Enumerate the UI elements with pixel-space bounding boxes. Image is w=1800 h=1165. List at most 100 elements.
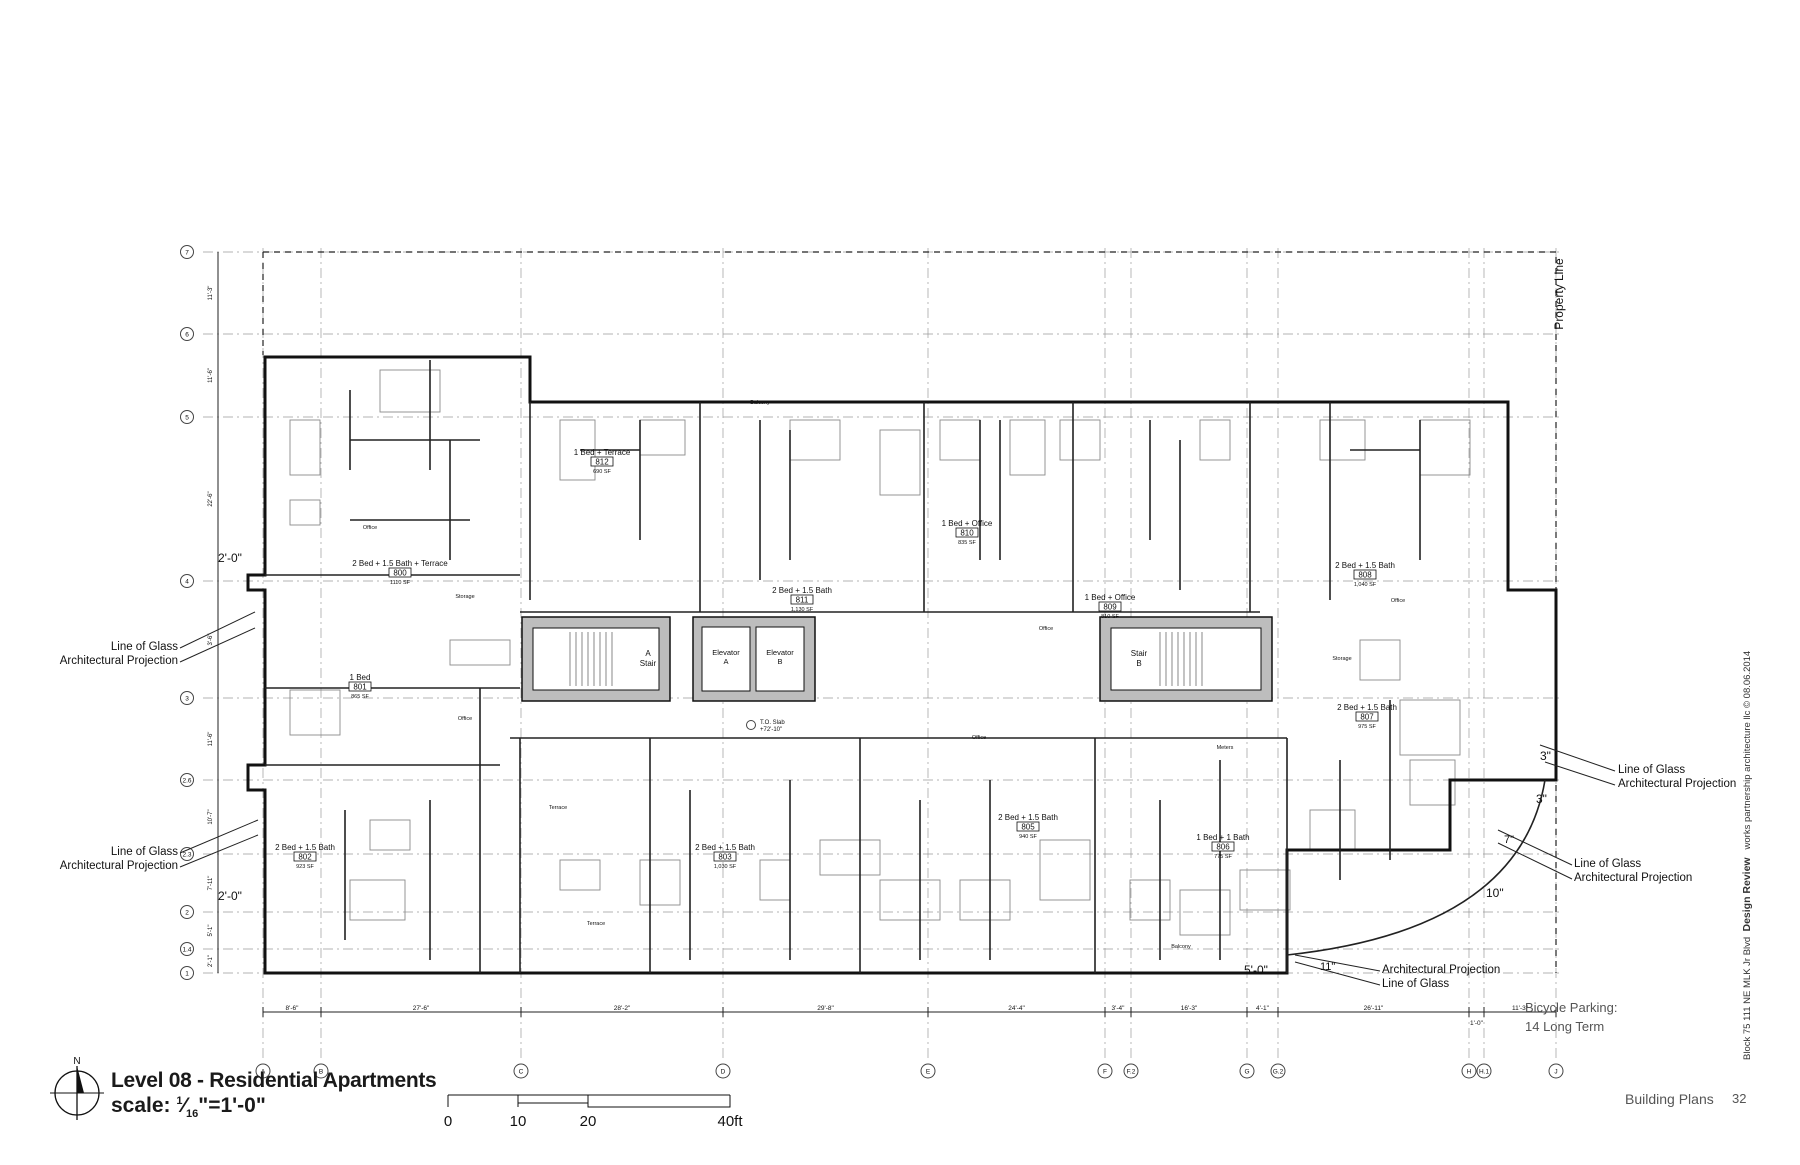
- room-office: Office: [972, 735, 986, 741]
- scale-bar-tick: 0: [444, 1113, 452, 1130]
- furniture-item: [289, 499, 321, 526]
- grid-bubble-row-label: 2.3: [182, 852, 191, 859]
- scale-numerator: 1: [176, 1095, 183, 1107]
- unit-number: 809: [1103, 603, 1117, 612]
- room-meters: Meters: [1217, 745, 1234, 751]
- grid-bubble-col-label: B: [319, 1069, 323, 1076]
- furniture-item: [1129, 879, 1171, 921]
- callout-left-upper-glass: Line of Glass: [111, 641, 178, 653]
- stair-b-interior: [1110, 627, 1262, 691]
- grid-bubble-col: [1548, 1063, 1564, 1079]
- grid-bubble-row-label: 3: [185, 696, 189, 703]
- leader-line: [1497, 842, 1573, 880]
- furniture-item: [379, 369, 441, 413]
- col-dimension: 3'-4": [1112, 1005, 1126, 1012]
- furniture-layer: [289, 369, 1471, 936]
- unit-name: 2 Bed + 1.5 Bath: [1335, 561, 1395, 570]
- furniture-item: [1239, 869, 1291, 911]
- unit-name: 2 Bed + 1.5 Bath: [1337, 703, 1397, 712]
- unit-number: 807: [1360, 713, 1374, 722]
- furniture-item: [879, 879, 941, 921]
- leader-line: [179, 627, 256, 663]
- row-dimension: 3'-6": [208, 634, 214, 646]
- furniture-item: [1059, 419, 1101, 461]
- furniture-item: [1009, 419, 1046, 476]
- unit-area: 835 SF: [958, 540, 976, 546]
- unit-number-box: [1355, 711, 1379, 722]
- grid-bubble-row: [180, 245, 194, 259]
- callout-right-mid-glass: Line of Glass: [1574, 858, 1641, 870]
- room-balcony: Balcony: [1171, 944, 1191, 950]
- drawing-scale: scale: 1⁄16"=1'-0": [111, 1094, 266, 1121]
- bicycle-parking-note: Bicycle Parking: 14 Long Term: [1525, 998, 1617, 1036]
- grid-bubble-row: [180, 847, 194, 861]
- leader-line: [179, 834, 259, 868]
- unit-number: 806: [1216, 843, 1230, 852]
- unit-area: 1,040 SF: [1354, 582, 1377, 588]
- unit-number-box: [348, 681, 372, 692]
- furniture-item: [1039, 839, 1091, 901]
- credit-firm: works partnership architecture llc © 08.…: [1742, 650, 1753, 850]
- stair-b-id: B: [1136, 659, 1141, 668]
- walls-layer: [246, 251, 1558, 975]
- unit-area: 810 SF: [1101, 614, 1119, 620]
- furniture-item: [879, 429, 921, 496]
- grid-bubble-col: [313, 1063, 329, 1079]
- unit-number-box: [1016, 821, 1040, 832]
- scale-bar: 0 10 20 40ft: [444, 1094, 743, 1130]
- grid-bubble-row-label: 5: [185, 415, 189, 422]
- callout-left-lower-glass: Line of Glass: [111, 846, 178, 858]
- col-dimension: 24'-4": [1008, 1005, 1025, 1012]
- furniture-item: [1319, 419, 1366, 461]
- row-dimension: 10'-7": [208, 809, 214, 824]
- unit-name: 2 Bed + 1.5 Bath + Terrace: [352, 559, 448, 568]
- leader-line: [179, 611, 256, 649]
- unit-number-box: [955, 527, 979, 538]
- furniture-item: [1199, 419, 1231, 461]
- row-dimension: 11'-6": [208, 368, 214, 383]
- slab-label: T.O. Slab: [760, 720, 785, 726]
- furniture-item: [1359, 639, 1401, 681]
- grid-bubble-row: [180, 410, 194, 424]
- unit-number-box: [790, 594, 814, 605]
- leader-line: [1294, 954, 1381, 972]
- callout-left-upper-projection: Architectural Projection: [60, 655, 178, 667]
- room-office: Office: [1391, 598, 1405, 604]
- row-dimension: 5'-1": [208, 925, 214, 937]
- room-storage: Storage: [1332, 656, 1351, 662]
- grid-bubble-col-label: G: [1244, 1069, 1249, 1076]
- stair-b-label: Stair: [1131, 649, 1148, 658]
- furniture-item: [789, 419, 841, 461]
- leader-line: [179, 819, 259, 854]
- grid-bubble-col: [1123, 1063, 1139, 1079]
- circulation-cores: [521, 616, 1273, 702]
- unit-number: 812: [595, 458, 609, 467]
- furniture-item: [289, 419, 321, 476]
- unit-name: 1 Bed + Terrace: [574, 448, 631, 457]
- dim-3in-a: 3": [1540, 749, 1551, 763]
- furniture-item: [639, 859, 681, 906]
- credit-review: Design Review: [1741, 857, 1753, 932]
- unit-name: 1 Bed + 1 Bath: [1196, 833, 1249, 842]
- furniture-item: [349, 879, 406, 921]
- grid-bubble-col: [513, 1063, 529, 1079]
- unit-area: 775 SF: [1214, 854, 1232, 860]
- credit-block: Block 75 111 NE MLK Jr Blvd Design Revie…: [1741, 651, 1753, 1060]
- callout-right-upper-glass: Line of Glass: [1618, 764, 1685, 776]
- scale-bar-tick: 20: [580, 1113, 597, 1130]
- scale-bar-tick: 10: [510, 1113, 527, 1130]
- furniture-item: [1419, 419, 1471, 476]
- grid-bubble-col: [1461, 1063, 1477, 1079]
- grid-bubble-row: [180, 966, 194, 980]
- scale-bar-tick: 40ft: [717, 1113, 743, 1130]
- col-dimension: 26'-11": [1364, 1005, 1384, 1012]
- furniture-item: [1409, 759, 1456, 806]
- callout-right-mid-projection: Architectural Projection: [1574, 872, 1692, 884]
- room-office: Office: [458, 716, 472, 722]
- scale-prefix: scale:: [111, 1094, 177, 1117]
- grid-bubble-row: [180, 327, 194, 341]
- unit-number-box: [1098, 601, 1122, 612]
